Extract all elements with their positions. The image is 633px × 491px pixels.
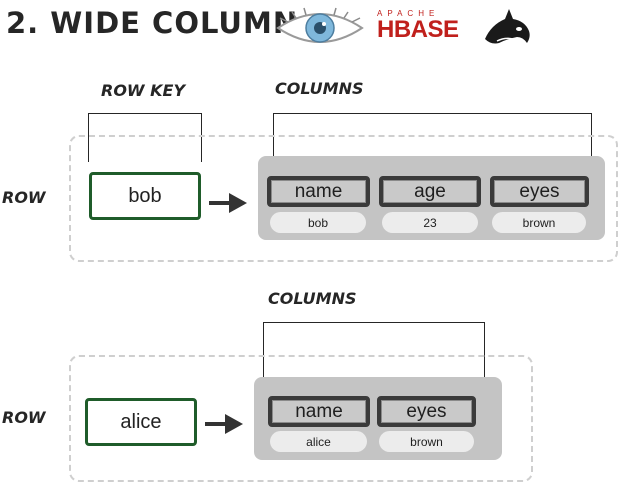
row-key-bracket [88, 113, 202, 162]
column-value-cell: brown [379, 431, 474, 452]
column-value-cell: brown [492, 212, 586, 233]
hbase-main-text: HBASE [377, 16, 459, 43]
column-name-text: eyes [406, 400, 447, 422]
column-name-cell: eyes [377, 396, 476, 427]
column-value-cell: bob [270, 212, 366, 233]
column-name-cell: eyes [490, 176, 589, 207]
column-value-text: 23 [423, 215, 437, 230]
columns-label-bottom: COLUMNS [268, 289, 357, 308]
row-key-box-bob: bob [89, 172, 201, 220]
row-label-bottom: ROW [2, 408, 46, 427]
column-name-text: age [414, 180, 446, 202]
column-name-cell: name [267, 176, 370, 207]
columns-bracket-top [273, 113, 592, 163]
row-key-value: alice [120, 410, 162, 433]
column-name-cell: age [379, 176, 481, 207]
page-title: 2. WIDE COLUMN [6, 6, 299, 40]
columns-label-top: COLUMNS [275, 79, 364, 98]
row-key-box-alice: alice [85, 398, 197, 446]
row-label-top: ROW [2, 188, 46, 207]
column-value-cell: 23 [382, 212, 478, 233]
hbase-logo: APACHE HBASE [377, 9, 497, 42]
column-value-cell: alice [270, 431, 367, 452]
column-name-text: name [295, 400, 343, 422]
hbase-apache-text: APACHE [377, 9, 440, 18]
column-name-text: name [294, 180, 343, 202]
orca-whale-icon [485, 9, 530, 44]
column-name-cell: name [268, 396, 370, 427]
cassandra-eye-icon [276, 7, 364, 43]
column-value-text: bob [307, 215, 329, 230]
arrow-head-top [229, 193, 247, 213]
column-value-text: brown [522, 215, 556, 230]
column-name-text: eyes [519, 180, 560, 202]
row-frame-top [69, 135, 618, 262]
arrow-head-bottom [225, 414, 243, 434]
columns-bracket-bottom [263, 322, 485, 379]
arrow-line-top [209, 201, 231, 205]
row-key-label: ROW KEY [101, 81, 186, 100]
row-key-value: bob [128, 184, 162, 207]
column-value-text: brown [410, 434, 443, 449]
row-frame-bottom [69, 355, 533, 482]
arrow-line-bottom [205, 422, 227, 426]
column-value-text: alice [306, 434, 331, 449]
